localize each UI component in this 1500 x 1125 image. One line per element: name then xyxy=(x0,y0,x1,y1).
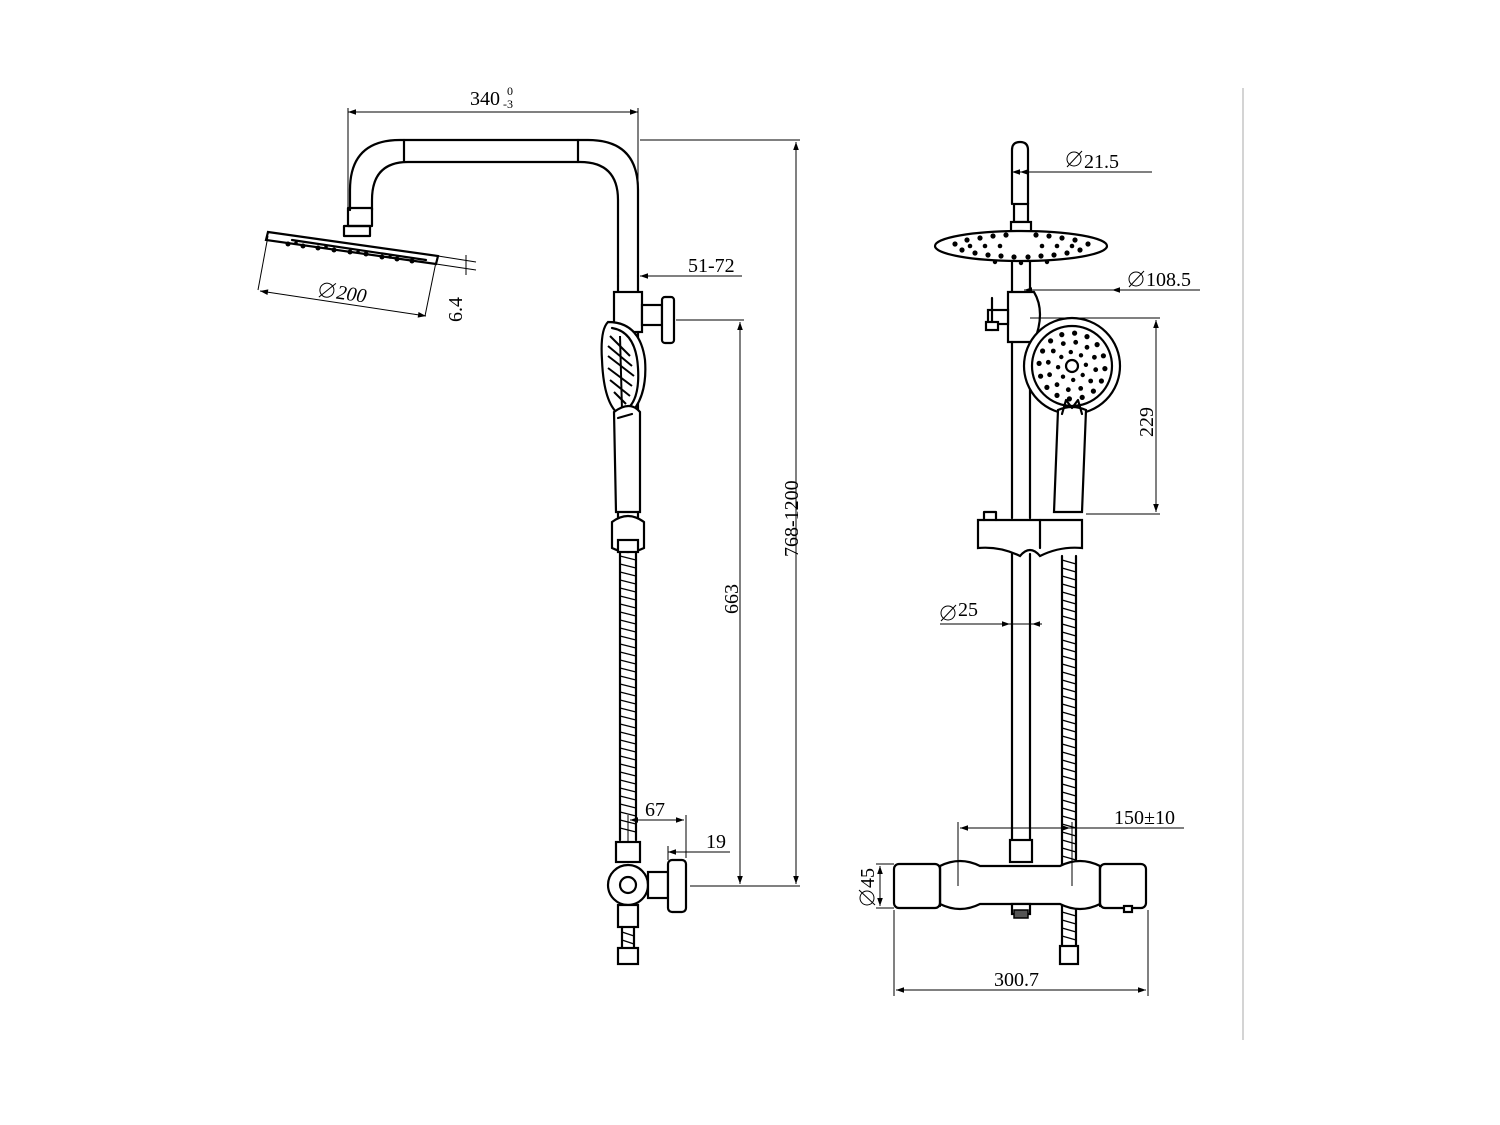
hand-shower-side xyxy=(600,320,647,514)
dim-hand-diameter: 108.5 xyxy=(1146,269,1191,291)
hand-shower-front xyxy=(1022,316,1122,514)
side-view: 340 0 -3 200 6.4 51-72 768-1200 xyxy=(257,84,803,966)
slider-front xyxy=(976,510,1084,558)
front-view: 21.5 108.5 229 25 150±10 xyxy=(857,140,1200,996)
mixer-side xyxy=(606,840,688,966)
wall-bracket-front xyxy=(984,290,1042,344)
dim-arm-width: 340 xyxy=(470,88,500,110)
dim-head-thickness: 6.4 xyxy=(445,297,467,322)
dim-pipe-diameter: 21.5 xyxy=(1084,151,1119,173)
slide-rail-front xyxy=(1008,340,1034,864)
wall-bracket-side xyxy=(612,290,676,345)
hose-side xyxy=(618,550,638,842)
overhead-arm xyxy=(342,138,640,278)
dim-head-diameter: 200 xyxy=(335,282,368,308)
dim-outlet-gap: 19 xyxy=(706,831,726,853)
dim-bar-height: 663 xyxy=(721,584,743,614)
dim-hand-length: 229 xyxy=(1136,407,1158,437)
dim-inlet-spacing: 150±10 xyxy=(1114,807,1175,829)
dim-arm-tol-upper: 0 xyxy=(507,84,513,98)
dim-mixer-width: 300.7 xyxy=(994,969,1039,991)
dim-offset-range: 51-72 xyxy=(688,255,735,277)
hand-shower-jets xyxy=(1036,330,1108,402)
riser-pipe-front xyxy=(1009,140,1033,234)
dim-arm-tol-lower: -3 xyxy=(503,97,513,111)
rain-head-side xyxy=(264,230,440,266)
dim-rail-diameter: 25 xyxy=(958,599,978,621)
dim-total-height: 768-1200 xyxy=(781,480,803,557)
dim-mixer-diameter: 45 xyxy=(857,868,879,888)
dim-mixer-depth: 67 xyxy=(645,799,665,821)
slider-side xyxy=(610,514,646,554)
rain-head-front xyxy=(933,229,1109,266)
mixer-front xyxy=(892,859,1148,919)
